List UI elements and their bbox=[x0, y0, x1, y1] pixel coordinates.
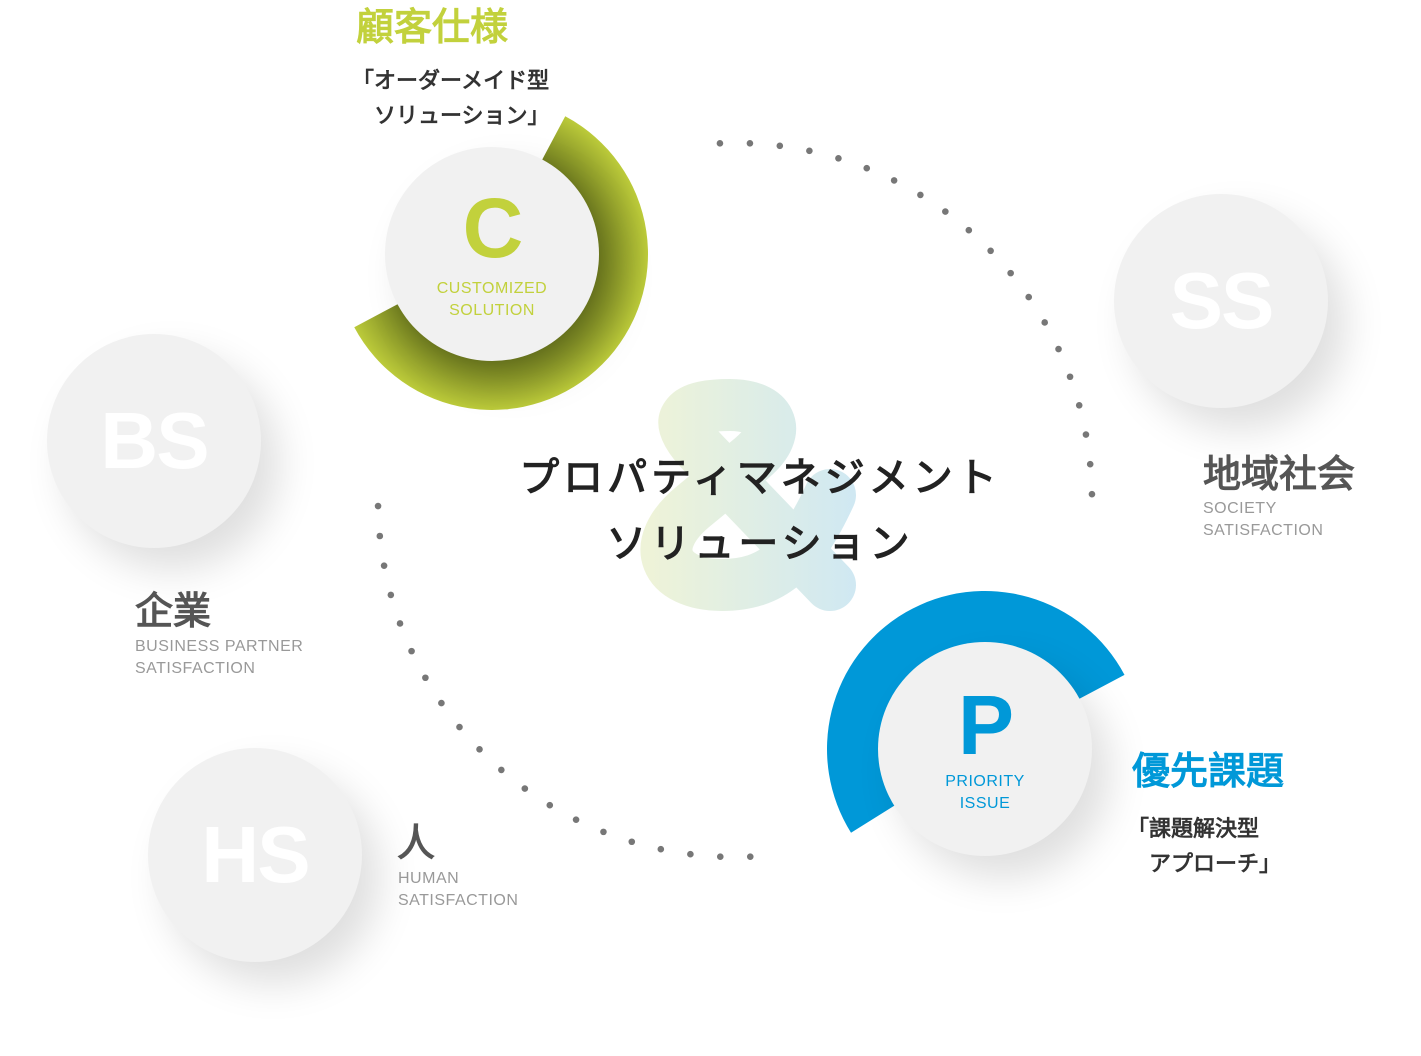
orbit-dot bbox=[942, 208, 949, 215]
business-heading: 企業 bbox=[135, 589, 212, 633]
center-title-line2: ソリューション bbox=[606, 521, 914, 567]
orbit-dot bbox=[456, 723, 463, 731]
orbit-dot bbox=[572, 816, 580, 823]
orbit-dot bbox=[806, 147, 813, 155]
orbit-dot bbox=[476, 746, 483, 753]
orbit-dot bbox=[387, 591, 395, 599]
society-en: SOCIETY SATISFACTION bbox=[1203, 498, 1323, 542]
orbit-dot bbox=[1082, 431, 1090, 438]
orbit-dot bbox=[987, 247, 994, 255]
ampersand-mark bbox=[640, 379, 856, 611]
orbit-dot bbox=[1007, 269, 1014, 277]
orbit-dot bbox=[890, 177, 898, 184]
customized-quote: 「オーダーメイド型 ソリューション」 bbox=[352, 69, 550, 129]
business-en-1: BUSINESS PARTNER bbox=[135, 638, 304, 655]
orbit-dot bbox=[687, 850, 694, 858]
orbit-dot bbox=[776, 142, 784, 150]
orbit-dot bbox=[628, 838, 636, 846]
center-title: プロパティマネジメント ソリューション bbox=[480, 445, 1040, 577]
priority-heading: 優先課題 bbox=[1132, 749, 1285, 793]
orbit-dot bbox=[917, 191, 924, 199]
business-circle: BS bbox=[47, 334, 261, 548]
society-letters: SS bbox=[1169, 256, 1275, 345]
dotted-orbit bbox=[374, 140, 1096, 860]
customized-letter: C bbox=[462, 181, 524, 275]
orbit-dot bbox=[716, 140, 724, 147]
customized-en-2: SOLUTION bbox=[449, 302, 535, 319]
orbit-dot bbox=[716, 853, 724, 860]
orbit-dot bbox=[1055, 345, 1062, 353]
orbit-dot bbox=[374, 502, 382, 510]
orbit-dot bbox=[863, 164, 871, 172]
orbit-dot bbox=[835, 155, 842, 162]
center-title-line1: プロパティマネジメント bbox=[519, 455, 1001, 501]
orbit-dot bbox=[1086, 460, 1094, 468]
orbit-dot bbox=[965, 226, 973, 234]
society-en-2: SATISFACTION bbox=[1203, 522, 1324, 539]
human-en-2: SATISFACTION bbox=[398, 892, 519, 909]
orbit-dot bbox=[1041, 319, 1049, 326]
orbit-dot bbox=[1075, 402, 1083, 409]
orbit-dot bbox=[600, 828, 607, 836]
orbit-dot bbox=[521, 785, 529, 792]
orbit-dot bbox=[396, 620, 404, 627]
priority-letter: P bbox=[957, 678, 1014, 772]
orbit-dot bbox=[1088, 490, 1096, 498]
orbit-dot bbox=[746, 140, 754, 147]
business-en: BUSINESS PARTNER SATISFACTION bbox=[135, 636, 303, 680]
society-circle: SS bbox=[1114, 194, 1328, 408]
priority-circle: P PRIORITY ISSUE bbox=[878, 642, 1092, 856]
orbit-dot bbox=[422, 674, 429, 682]
orbit-dot bbox=[657, 845, 665, 853]
orbit-dot bbox=[380, 562, 388, 569]
human-en: HUMAN SATISFACTION bbox=[398, 868, 518, 912]
human-en-1: HUMAN bbox=[398, 870, 460, 887]
priority-quote: 「課題解決型 アプローチ」 bbox=[1127, 817, 1282, 877]
business-en-2: SATISFACTION bbox=[135, 660, 256, 677]
orbit-dot bbox=[376, 532, 384, 540]
society-en-1: SOCIETY bbox=[1203, 500, 1277, 517]
orbit-dot bbox=[546, 801, 554, 809]
orbit-dot bbox=[438, 699, 445, 707]
human-heading: 人 bbox=[397, 821, 436, 865]
customized-circle: C CUSTOMIZED SOLUTION bbox=[385, 147, 599, 361]
orbit-dot bbox=[408, 647, 415, 655]
human-circle: HS bbox=[148, 748, 362, 962]
orbit-dot bbox=[498, 766, 505, 774]
orbit-dot bbox=[1025, 293, 1033, 301]
customized-heading: 顧客仕様 bbox=[356, 5, 509, 49]
priority-arc bbox=[827, 591, 1125, 833]
orbit-dot bbox=[746, 853, 754, 860]
customized-en-1: CUSTOMIZED bbox=[436, 280, 548, 297]
business-letters: BS bbox=[100, 396, 209, 485]
human-letters: HS bbox=[201, 810, 310, 899]
priority-en-2: ISSUE bbox=[959, 795, 1011, 812]
priority-en-1: PRIORITY bbox=[945, 773, 1025, 790]
society-heading: 地域社会 bbox=[1203, 452, 1356, 496]
orbit-dot bbox=[1066, 373, 1074, 381]
